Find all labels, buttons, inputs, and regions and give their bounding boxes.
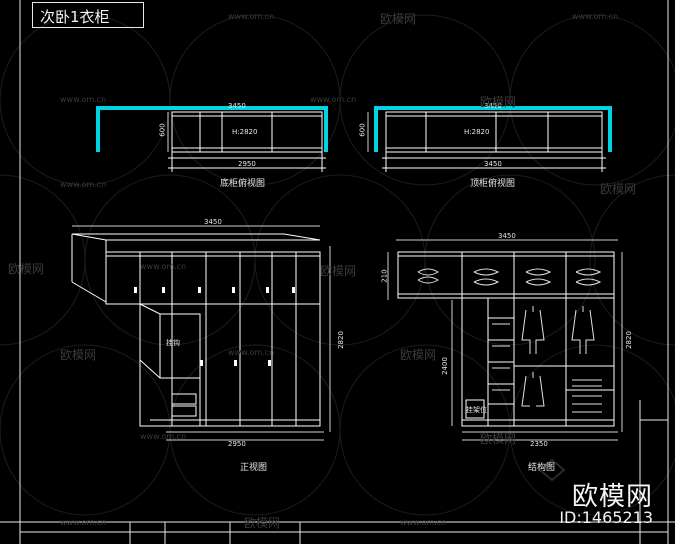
watermark-url: www.om.cn [228, 348, 275, 357]
height-note-left: H:2820 [232, 128, 258, 136]
dim-struct-height: 2820 [624, 331, 633, 349]
plan-left-label: 底柜俯视图 [220, 179, 266, 189]
brand-name: 欧模网 [571, 482, 653, 512]
watermark-url: www.om.cn [400, 518, 447, 527]
front-view [71, 225, 331, 441]
dim-depth-right: 600 [358, 123, 367, 137]
watermark-url: www.om.cn [310, 95, 357, 104]
drawing-title-box: 次卧1衣柜 [32, 2, 144, 28]
watermark-url: www.om.cn [140, 432, 187, 441]
dim-front-bottom: 2950 [228, 440, 246, 448]
dim-plan-right-bottom: 3450 [484, 160, 502, 168]
dim-top-cabinet-height: 210 [380, 269, 389, 283]
watermark-url: www.om.cn [140, 262, 187, 271]
watermark-brand: 欧模网 [320, 264, 357, 278]
dim-plan-left-bottom: 2950 [238, 160, 256, 168]
height-note-right: H:2820 [464, 128, 490, 136]
watermark-circles [0, 14, 675, 516]
watermark-url: www.om.cn [60, 180, 107, 189]
watermark-url: www.om.cn [572, 12, 619, 21]
dim-struct-top: 3450 [498, 232, 516, 240]
watermark-brand: 欧模网 [480, 432, 517, 446]
watermark-url: www.om.cn [228, 12, 275, 21]
plan-right-label: 顶柜俯视图 [470, 179, 516, 189]
watermark-brand: 欧模网 [380, 12, 417, 26]
drawing-title: 次卧1衣柜 [40, 8, 110, 26]
watermark-brand: 欧模网 [244, 516, 281, 530]
structure-view-label: 结构图 [528, 463, 556, 473]
structure-view [387, 239, 623, 441]
dim-top-right: 3450 [484, 102, 502, 110]
dim-struct-inner-height: 2400 [440, 357, 449, 375]
watermark-url: www.om.cn [60, 95, 107, 104]
hook-label-left: 挂钩 [166, 339, 180, 347]
front-view-label: 正视图 [240, 463, 268, 473]
plan-left [96, 106, 328, 172]
plan-right [367, 106, 612, 172]
dim-front-top: 3450 [204, 218, 222, 226]
watermark-brand: 欧模网 [600, 182, 637, 196]
watermark-brand: 欧模网 [400, 348, 437, 362]
hook-label-right: 挂架位 [466, 406, 487, 414]
watermark-url: www.om.cn [60, 518, 107, 527]
dim-top-left: 3450 [228, 102, 246, 110]
watermark-brand: 欧模网 [60, 348, 97, 362]
brand-id: ID:1465213 [559, 508, 653, 527]
watermark-brand: 欧模网 [480, 95, 517, 109]
dim-front-height: 2820 [336, 331, 345, 349]
dim-depth-left: 600 [158, 123, 167, 137]
dim-struct-bottom: 2350 [530, 440, 548, 448]
watermark-brand: 欧模网 [8, 262, 45, 276]
watermark-logo-center [538, 458, 566, 482]
